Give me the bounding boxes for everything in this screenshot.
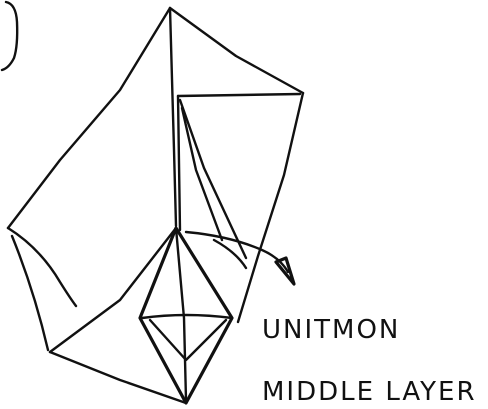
middle-diamond-horizontal (142, 315, 232, 318)
pointer-arrow-curve-2 (214, 240, 246, 268)
bottom-edge (50, 352, 186, 403)
outer-left-edge (8, 8, 170, 228)
top-right-edge (170, 8, 303, 93)
inner-top-edge (178, 94, 300, 96)
annotation-line-2: MIDDLE LAYER (262, 377, 477, 407)
arrow-head (276, 258, 294, 284)
left-lower-edge (50, 228, 176, 352)
main-spine (170, 8, 176, 226)
left-wing-fold (8, 228, 76, 306)
middle-diamond-inner (150, 320, 226, 360)
annotation-line-1: UNITMON (262, 315, 400, 345)
inner-diagonal-2 (182, 108, 222, 240)
inner-diagonal (180, 100, 246, 258)
left-wing-inner (12, 236, 48, 350)
right-edge (238, 93, 303, 322)
inner-left-edge (178, 96, 180, 230)
corner-bracket-stroke (2, 2, 17, 70)
